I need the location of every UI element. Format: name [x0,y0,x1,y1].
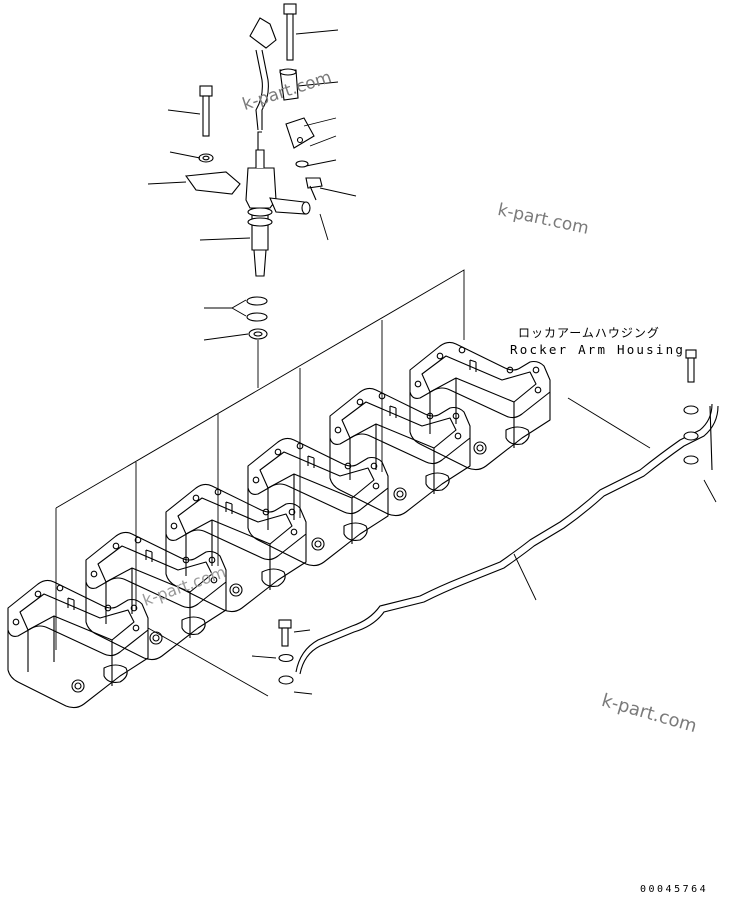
title-japanese: ロッカアームハウジング [518,326,660,340]
injector-assembly [245,131,311,277]
o-rings [246,296,268,340]
washer-left [198,153,214,163]
rocker-clamp [185,171,241,195]
injector-harness [249,17,277,131]
oil-tube [295,403,719,675]
oil-tube-banjo-bolts [278,349,699,685]
rocker-arm-housing-1 [7,579,149,709]
bolt-left [199,85,213,137]
leader-lines [55,29,717,697]
drawing-code: 00045764 [640,884,709,895]
title-english: Rocker Arm Housing [510,342,686,357]
bolt-top [283,3,297,61]
